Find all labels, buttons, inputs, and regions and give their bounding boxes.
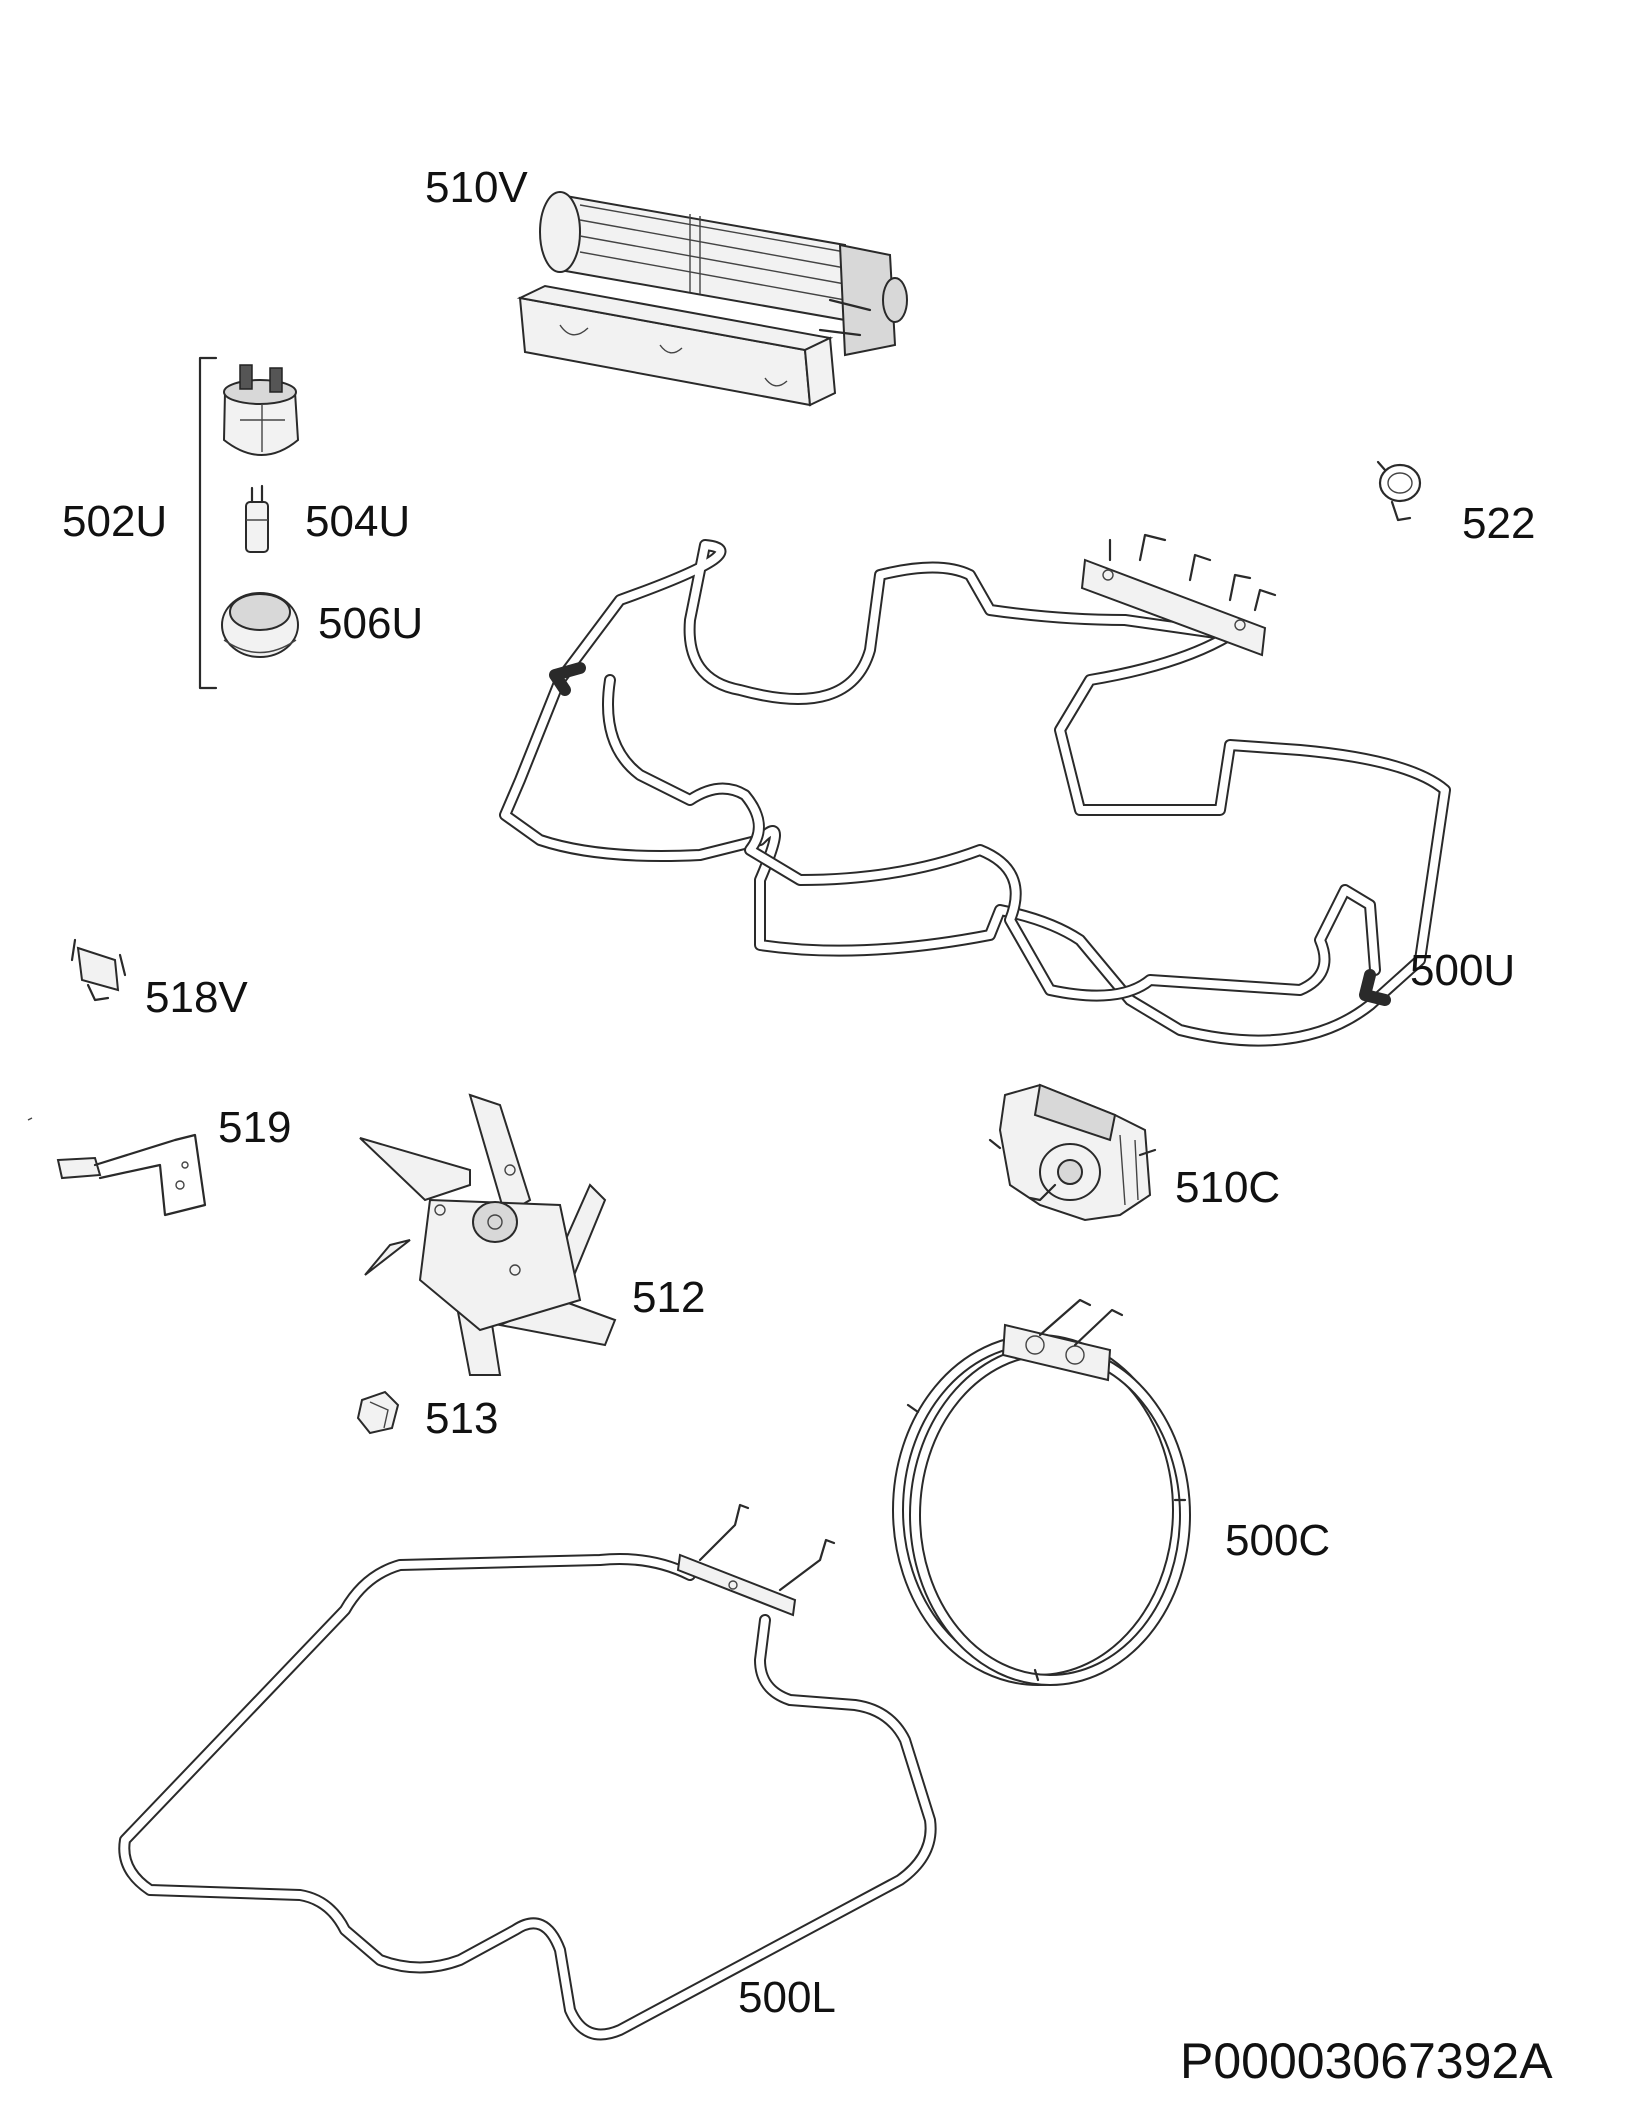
fan-blade-icon [359, 1093, 617, 1376]
part-label-500C: 500C [1225, 1516, 1330, 1565]
part-513[interactable]: 513 [356, 1390, 498, 1443]
part-label-518V: 518V [145, 973, 248, 1022]
part-510C[interactable]: 510C [988, 1083, 1280, 1222]
fan-motor-icon [988, 1083, 1157, 1222]
fixing-plate-icon [27, 1117, 207, 1217]
bracket-group-502U: 502U [62, 356, 218, 690]
part-500C[interactable]: 500C [892, 1298, 1330, 1686]
part-label-500L: 500L [738, 1973, 836, 2022]
part-518V[interactable]: 518V [70, 938, 248, 1022]
part-label-510C: 510C [1175, 1163, 1280, 1212]
tangential-fan-icon [516, 191, 908, 407]
nut-icon [356, 1390, 400, 1435]
lower-heating-element-icon [118, 1503, 937, 2041]
part-506U[interactable]: 506U [221, 592, 423, 658]
part-500L[interactable]: 500L [118, 1503, 937, 2041]
group-bracket-line [198, 356, 218, 690]
part-label-504U: 504U [305, 497, 410, 546]
bracket-icon [70, 938, 127, 1002]
circular-heating-element-icon [892, 1298, 1191, 1686]
part-504U[interactable]: 504U [245, 484, 410, 553]
part-label-502U[interactable]: 502U [62, 497, 167, 546]
part-502U-lampholder[interactable] [222, 364, 300, 456]
part-522[interactable]: 522 [1376, 460, 1535, 548]
lamp-holder-icon [222, 364, 300, 456]
part-500U[interactable]: 500U [499, 533, 1515, 1047]
upper-heating-element-icon [499, 533, 1451, 1047]
part-label-522: 522 [1462, 499, 1535, 548]
part-label-510V: 510V [425, 163, 528, 212]
clip-icon [1376, 460, 1422, 522]
part-label-512: 512 [632, 1273, 705, 1322]
lamp-cover-icon [221, 592, 299, 658]
bulb-icon [245, 484, 269, 553]
part-label-506U: 506U [318, 599, 423, 648]
part-512[interactable]: 512 [359, 1093, 705, 1376]
part-label-513: 513 [425, 1394, 498, 1443]
part-label-519: 519 [218, 1103, 291, 1152]
part-510V[interactable]: 510V [425, 163, 908, 407]
part-519[interactable]: 519 [27, 1103, 291, 1217]
document-code: P00003067392A [1180, 2033, 1553, 2089]
part-label-500U: 500U [1410, 946, 1515, 995]
